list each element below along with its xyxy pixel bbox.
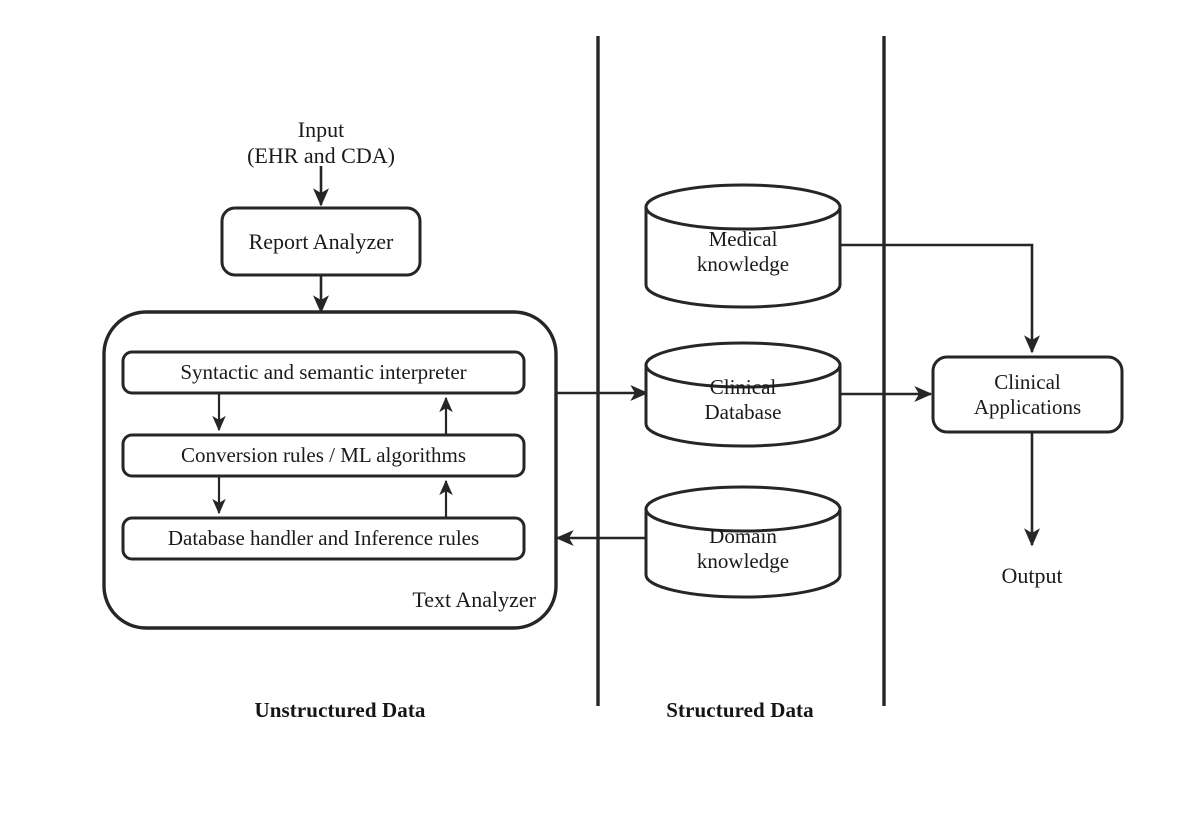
database-handler-box [121, 516, 526, 561]
section-label-unstructured-data: Unstructured Data [254, 698, 426, 722]
syntactic-interpreter-box [121, 350, 526, 395]
clinical-database-cylinder [644, 341, 842, 448]
arrow-medical-knowledge-to-clinical-applications [840, 243, 1041, 354]
section-label-structured-data: Structured Data [666, 698, 814, 722]
domain-knowledge-cylinder [644, 485, 842, 599]
output-label: Output [1001, 563, 1063, 588]
input-label: Input (EHR and CDA) [247, 117, 395, 169]
conversion-rules-box [121, 433, 526, 478]
clinical-applications-box [931, 355, 1124, 434]
medical-knowledge-cylinder [644, 183, 842, 309]
text-analyzer-label: Text Analyzer [412, 587, 536, 612]
report-analyzer-box [220, 206, 422, 277]
